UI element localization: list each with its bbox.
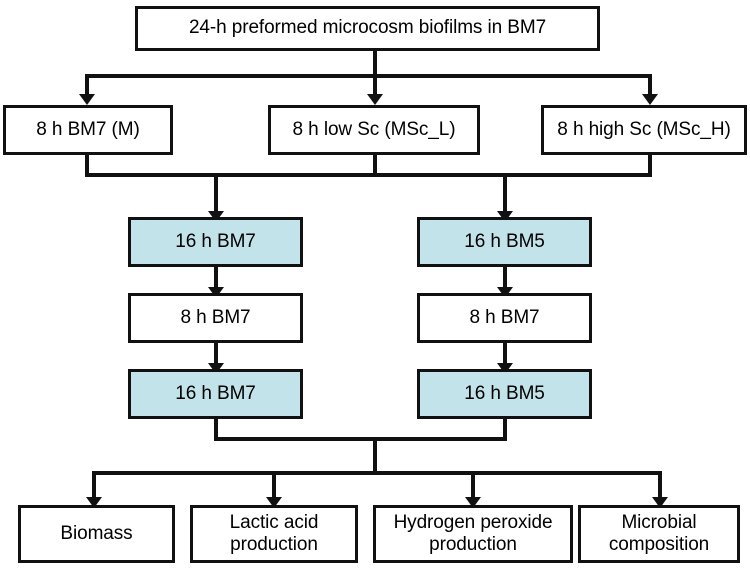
arrowhead-to-stage-two-1 xyxy=(208,287,224,298)
connector-stage-two-1-to-stage-three-1 xyxy=(214,341,218,365)
node-stage-one-1: 16 h BM7 xyxy=(128,217,303,267)
connector-treatment-bus xyxy=(85,74,652,78)
node-outcome-biomass: Biomass xyxy=(18,505,175,563)
node-treatment-3-label: 8 h high Sc (MSc_H) xyxy=(557,118,731,140)
node-outcome-lactic-acid-label: Lactic acid production xyxy=(229,511,319,555)
node-treatment-2: 8 h low Sc (MSc_L) xyxy=(268,105,480,155)
node-treatment-1: 8 h BM7 (M) xyxy=(3,105,173,155)
connector-to-stage-one-2 xyxy=(503,173,507,213)
connector-stage-two-2-to-stage-three-2 xyxy=(503,341,507,365)
arrowhead-to-outcome-4 xyxy=(652,497,668,508)
connector-treatment-2-stem xyxy=(373,153,377,177)
arrowhead-to-treatment-2 xyxy=(367,94,383,105)
arrowhead-to-outcome-2 xyxy=(266,497,282,508)
connector-treatment-1-stem xyxy=(85,153,89,177)
connector-outcome-stem xyxy=(373,437,377,473)
node-stage-three-2-label: 16 h BM5 xyxy=(464,382,545,404)
arrowhead-to-outcome-3 xyxy=(465,497,481,508)
arrowhead-to-treatment-3 xyxy=(642,94,658,105)
connector-to-treatment-2 xyxy=(373,74,377,96)
node-stage-three-1-label: 16 h BM7 xyxy=(175,382,256,404)
connector-stage-one-1-to-stage-two-1 xyxy=(214,265,218,289)
node-outcome-hydrogen-peroxide: Hydrogen peroxide production xyxy=(373,505,573,563)
node-root: 24-h preformed microcosm biofilms in BM7 xyxy=(135,6,600,51)
connector-to-treatment-3 xyxy=(648,74,652,96)
node-outcome-biomass-label: Biomass xyxy=(60,522,133,544)
node-treatment-2-label: 8 h low Sc (MSc_L) xyxy=(292,118,456,140)
connector-to-outcome-3 xyxy=(471,471,475,499)
arrowhead-to-stage-three-2 xyxy=(497,363,513,374)
arrowhead-to-stage-one-1 xyxy=(208,211,224,222)
node-outcome-hydrogen-peroxide-label: Hydrogen peroxide production xyxy=(393,511,553,555)
arrowhead-to-treatment-1 xyxy=(79,94,95,105)
node-outcome-lactic-acid: Lactic acid production xyxy=(190,505,358,563)
arrowhead-to-stage-one-2 xyxy=(497,211,513,222)
node-stage-three-2: 16 h BM5 xyxy=(417,369,592,419)
arrowhead-to-outcome-1 xyxy=(86,497,102,508)
node-stage-two-1-label: 8 h BM7 xyxy=(180,306,251,328)
connector-to-outcome-1 xyxy=(92,471,96,499)
connector-to-outcome-2 xyxy=(272,471,276,499)
node-stage-three-1: 16 h BM7 xyxy=(128,369,303,419)
node-treatment-1-label: 8 h BM7 (M) xyxy=(36,118,140,140)
arrowhead-to-stage-two-2 xyxy=(497,287,513,298)
node-stage-one-2-label: 16 h BM5 xyxy=(464,230,545,252)
node-stage-two-2-label: 8 h BM7 xyxy=(469,306,540,328)
node-outcome-microbial-composition: Microbial composition xyxy=(578,505,740,563)
connector-stage-one-bus xyxy=(85,173,652,177)
node-root-label: 24-h preformed microcosm biofilms in BM7 xyxy=(188,17,547,39)
node-treatment-3: 8 h high Sc (MSc_H) xyxy=(541,105,747,155)
arrowhead-to-stage-three-1 xyxy=(208,363,224,374)
connector-to-treatment-1 xyxy=(85,74,89,96)
connector-outcome-bus xyxy=(92,471,662,475)
connector-stage-three-2-stem xyxy=(503,417,507,441)
connector-stage-three-1-stem xyxy=(214,417,218,441)
node-stage-one-1-label: 16 h BM7 xyxy=(175,230,256,252)
connector-stage-three-merge-bus xyxy=(214,437,507,441)
connector-treatment-3-stem xyxy=(648,153,652,177)
connector-to-outcome-4 xyxy=(658,471,662,499)
connector-to-stage-one-1 xyxy=(214,173,218,213)
node-outcome-microbial-composition-label: Microbial composition xyxy=(608,511,710,555)
node-stage-two-1: 8 h BM7 xyxy=(128,293,303,343)
connector-root-stem xyxy=(373,48,377,78)
connector-stage-one-2-to-stage-two-2 xyxy=(503,265,507,289)
node-stage-one-2: 16 h BM5 xyxy=(417,217,592,267)
node-stage-two-2: 8 h BM7 xyxy=(417,293,592,343)
